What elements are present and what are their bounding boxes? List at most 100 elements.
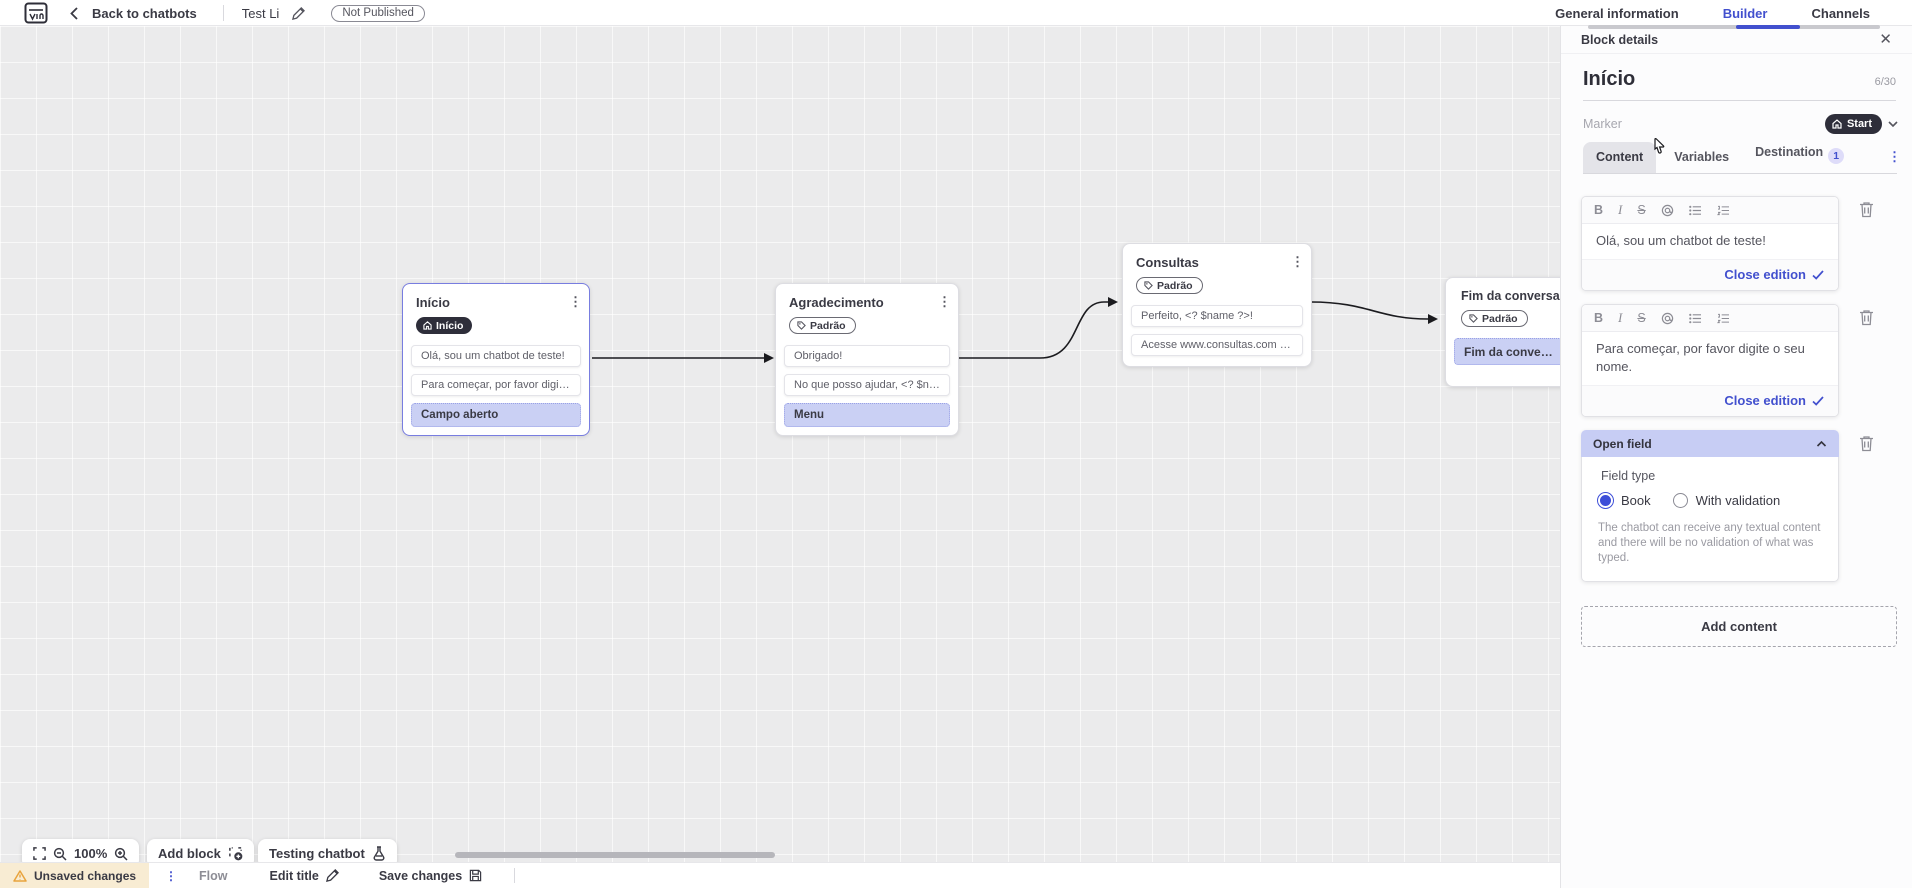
editor-text[interactable]: Para começar, por favor digite o seu nom… (1596, 341, 1805, 374)
unsaved-changes-label: Unsaved changes (34, 868, 137, 883)
home-icon (1832, 119, 1842, 129)
mouse-cursor (1654, 138, 1665, 154)
bottom-bar: Unsaved changes ⋮ Flow Edit title Save c… (0, 862, 1560, 888)
block-name-input[interactable]: Início (1583, 68, 1636, 90)
block-content-item[interactable]: Para começar, por favor digite o ... (411, 374, 581, 396)
bold-icon[interactable]: B (1594, 203, 1604, 217)
tab-builder[interactable]: Builder (1722, 5, 1768, 21)
block-details-panel: Block details ✕ Início 6/30 Marker Start… (1560, 26, 1912, 888)
block-content-item[interactable]: Olá, sou um chatbot de teste! (411, 345, 581, 367)
block-content-item[interactable]: No que posso ajudar, <? $name ... (784, 374, 950, 396)
italic-icon[interactable]: I (1618, 202, 1623, 217)
save-changes-button[interactable]: Save changes (379, 869, 482, 883)
close-edition-button[interactable]: Close edition (1724, 393, 1806, 408)
back-to-chatbots-link[interactable]: Back to chatbots (92, 5, 197, 21)
block-menu-item[interactable]: Menu (784, 403, 950, 427)
block-open-field-item[interactable]: Campo aberto (411, 403, 581, 427)
bottom-menu-icon[interactable]: ⋮ (165, 868, 178, 883)
bullet-list-icon[interactable] (1688, 313, 1702, 324)
strikethrough-icon[interactable]: S (1637, 311, 1646, 325)
flow-label[interactable]: Flow (199, 868, 228, 883)
zoom-level: 100% (74, 846, 108, 861)
bold-icon[interactable]: B (1594, 311, 1604, 325)
numbered-list-icon[interactable] (1716, 313, 1730, 324)
flask-icon (373, 846, 385, 861)
link-icon[interactable] (1661, 312, 1674, 325)
zoom-in-icon[interactable] (114, 847, 128, 861)
radio-with-validation[interactable] (1672, 493, 1688, 508)
link-icon[interactable] (1661, 204, 1674, 217)
edit-title-button[interactable]: Edit title (270, 869, 339, 883)
chevron-down-icon[interactable] (1888, 120, 1898, 128)
block-menu-icon[interactable]: ⋮ (938, 294, 951, 309)
block-title: Agradecimento (789, 295, 884, 310)
italic-icon[interactable]: I (1618, 310, 1623, 325)
block-menu-icon[interactable]: ⋮ (1291, 254, 1304, 269)
block-title: Fim da conversa (1461, 289, 1560, 303)
text-editor[interactable]: B I S Para começar, por favor digite o s… (1581, 304, 1839, 417)
save-changes-label: Save changes (378, 868, 463, 883)
radio-book-label: Book (1621, 493, 1651, 508)
canvas-horizontal-scrollbar[interactable] (455, 852, 775, 858)
bullet-list-icon[interactable] (1688, 205, 1702, 216)
numbered-list-icon[interactable] (1716, 205, 1730, 216)
block-content-item[interactable]: Acesse www.consultas.com par... (1131, 334, 1303, 356)
add-block-label: Add block (158, 846, 221, 861)
block-content-item[interactable]: Obrigado! (784, 345, 950, 367)
open-field-section: Open field Field type Book With validati… (1581, 430, 1839, 582)
delete-content-icon[interactable] (1859, 435, 1874, 452)
block-marker-label: Início (436, 319, 464, 332)
panel-tab-variables-label: Variables (1674, 150, 1730, 164)
block-marker-label: Padrão (810, 319, 846, 332)
zoom-out-icon[interactable] (53, 847, 67, 861)
block-menu-icon[interactable]: ⋮ (569, 294, 582, 309)
text-editor[interactable]: B I S Olá, sou um chatbot de teste! Clos… (1581, 196, 1839, 291)
tab-channels[interactable]: Channels (1811, 5, 1870, 21)
block-marker-label: Padrão (1157, 279, 1193, 292)
marker-start-pill[interactable]: Start (1824, 114, 1882, 134)
back-chevron-icon[interactable] (70, 6, 78, 20)
open-field-header[interactable]: Open field (1581, 430, 1839, 457)
block-marker-pill: Padrão (1136, 277, 1203, 294)
save-icon (470, 869, 482, 882)
edit-title-icon[interactable] (292, 6, 306, 20)
delete-content-icon[interactable] (1859, 309, 1874, 326)
home-icon (423, 321, 432, 330)
connection-lines (592, 297, 1438, 363)
radio-with-validation-label: With validation (1695, 493, 1781, 508)
flow-block-fim-da-conversa[interactable]: Fim da conversa Padrão Fim da conversa (1445, 277, 1576, 387)
chatbot-title: Test Li (241, 5, 280, 21)
panel-tab-variables[interactable]: Variables (1674, 150, 1729, 173)
block-marker-pill: Padrão (789, 317, 856, 334)
chevron-up-icon[interactable] (1816, 440, 1827, 447)
tag-icon (797, 321, 806, 330)
flow-block-agradecimento[interactable]: Agradecimento ⋮ Padrão Obrigado! No que … (775, 283, 959, 436)
status-badge: Not Published (331, 4, 425, 22)
add-block-icon (228, 847, 243, 861)
add-content-button[interactable]: Add content (1581, 606, 1897, 647)
block-title: Consultas (1136, 255, 1199, 270)
block-title: Início (416, 295, 450, 310)
flow-block-consultas[interactable]: Consultas ⋮ Padrão Perfeito, <? $name ?>… (1122, 243, 1312, 367)
marker-label: Marker (1583, 117, 1622, 131)
app-logo (24, 2, 48, 24)
editor-text[interactable]: Olá, sou um chatbot de teste! (1596, 233, 1766, 248)
tag-icon (1144, 281, 1153, 290)
open-field-title: Open field (1593, 436, 1652, 451)
delete-content-icon[interactable] (1859, 201, 1874, 218)
flow-canvas[interactable]: Início ⋮ Início Olá, sou um chatbot de t… (0, 26, 1576, 888)
tab-general-information[interactable]: General information (1555, 5, 1679, 21)
fullscreen-icon[interactable] (33, 847, 46, 860)
close-edition-button[interactable]: Close edition (1724, 267, 1806, 282)
strikethrough-icon[interactable]: S (1637, 203, 1646, 217)
close-panel-icon[interactable]: ✕ (1879, 31, 1892, 48)
radio-book[interactable] (1598, 493, 1613, 508)
panel-title: Block details (1581, 32, 1659, 47)
panel-tab-content[interactable]: Content (1583, 142, 1657, 173)
tag-icon (1469, 314, 1478, 323)
panel-tabs-menu-icon[interactable]: ⋮ (1888, 149, 1901, 164)
block-content-item[interactable]: Perfeito, <? $name ?>! (1131, 305, 1303, 327)
flow-block-inicio[interactable]: Início ⋮ Início Olá, sou um chatbot de t… (402, 283, 590, 436)
block-end-item[interactable]: Fim da conversa (1454, 338, 1567, 365)
